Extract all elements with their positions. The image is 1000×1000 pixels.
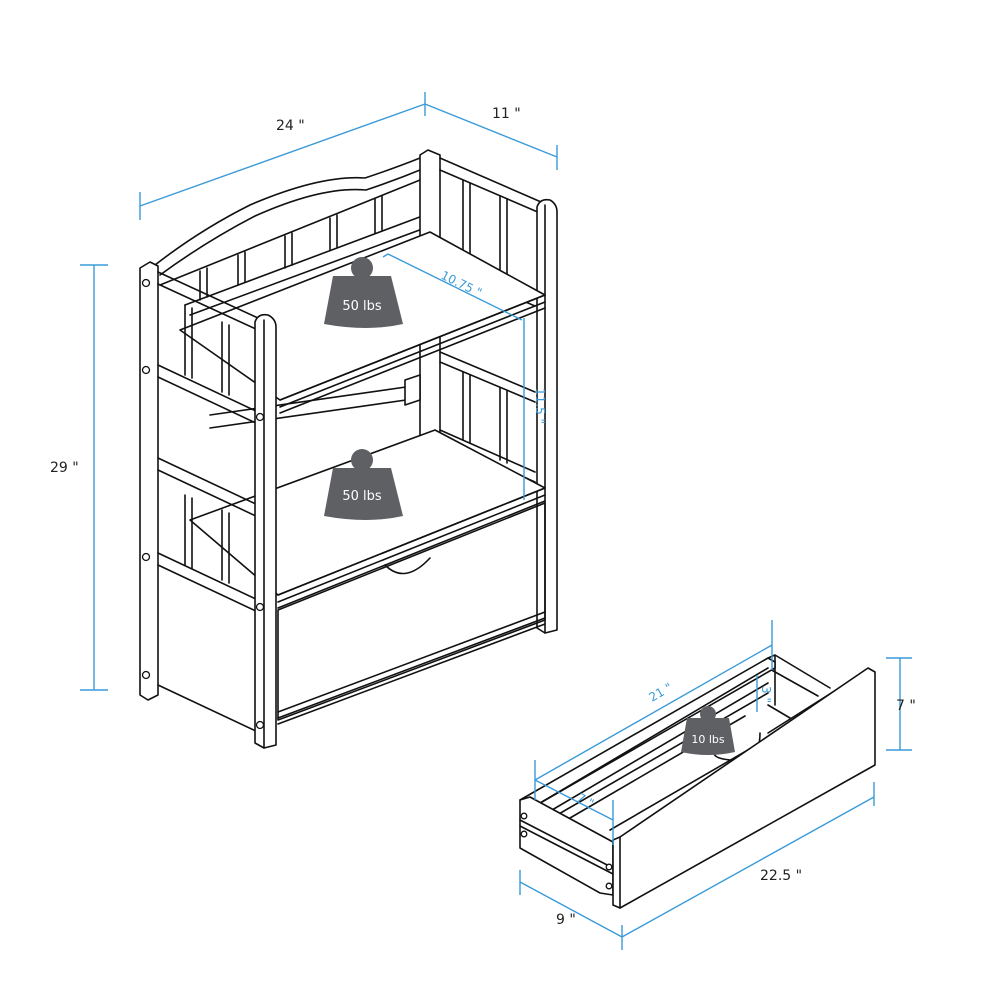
dim-width-label: 24 " (276, 118, 305, 134)
drawer-drawing (519, 654, 876, 909)
weight-label-middle: 50 lbs (342, 489, 382, 504)
dim-drawer-inner-length-label: 21 " (647, 680, 675, 704)
weight-icon: 50 lbs (324, 257, 403, 328)
dim-shelf-spacing-label: 11.5 " (533, 388, 547, 424)
dim-drawer-outer-length-label: 22.5 " (760, 868, 802, 884)
dim-drawer-inner-width-label: 7 " (575, 790, 597, 810)
dim-drawer-front-height-label: 7 " (896, 698, 916, 714)
dim-drawer-outer-width-label: 9 " (556, 912, 576, 928)
weight-icon: 50 lbs (324, 449, 403, 520)
weight-label-top: 50 lbs (342, 299, 382, 314)
weight-icon: 10 lbs (681, 706, 735, 755)
weight-label-drawer: 10 lbs (691, 733, 725, 746)
shelf-unit-drawing (139, 149, 558, 749)
dim-height-label: 29 " (50, 460, 79, 476)
dim-depth-label: 11 " (492, 106, 521, 122)
dim-drawer-inner-height-label: 3 " (759, 686, 773, 703)
